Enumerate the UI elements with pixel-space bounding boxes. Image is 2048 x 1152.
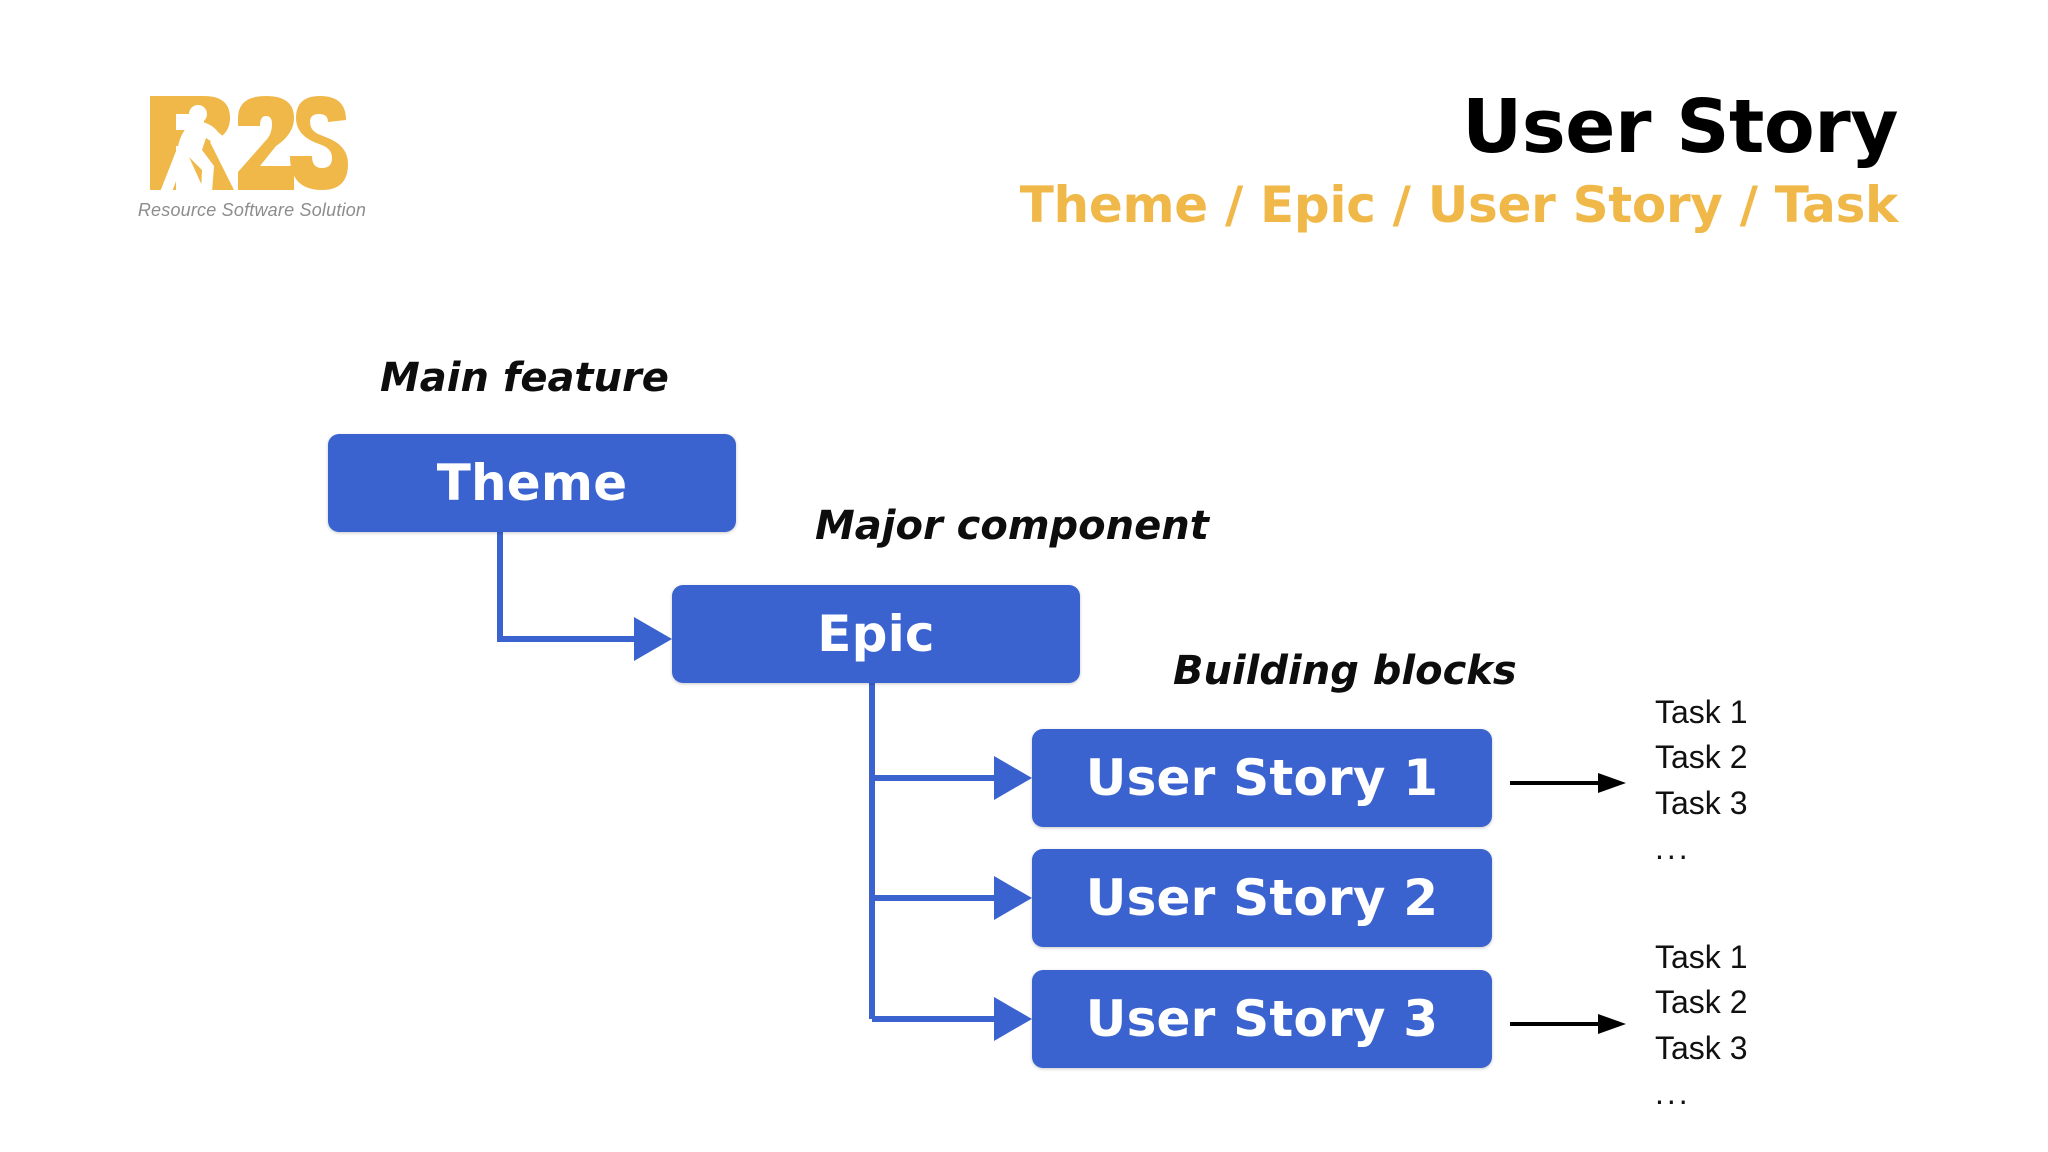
node-theme[interactable]: Theme — [328, 434, 736, 532]
task-list-user-story-3: Task 1 Task 2 Task 3 ... — [1655, 935, 1747, 1117]
task-item: Task 1 — [1655, 694, 1748, 730]
arrowhead-epic-to-us2 — [994, 876, 1032, 920]
r2s-logo-icon — [150, 96, 348, 192]
node-user-story-1[interactable]: User Story 1 — [1032, 729, 1492, 827]
task-list-user-story-1: Task 1 Task 2 Task 3 ... — [1655, 690, 1747, 872]
arrowhead-us1-to-tasks — [1598, 773, 1626, 793]
task-item: Task 2 — [1655, 984, 1748, 1021]
arrowhead-epic-to-us3 — [994, 997, 1032, 1041]
connector-theme-to-epic — [497, 532, 640, 642]
connector-epic-trunk — [869, 683, 1000, 1022]
node-user-story-3[interactable]: User Story 3 — [1032, 970, 1492, 1068]
caption-building-blocks: Building blocks — [1173, 648, 1517, 694]
arrowhead-theme-to-epic — [634, 617, 672, 661]
task-item: Task 3 — [1655, 1029, 1748, 1066]
task-item: Task 3 — [1655, 784, 1748, 821]
task-item: Task 2 — [1655, 739, 1748, 776]
arrowhead-us3-to-tasks — [1598, 1014, 1626, 1034]
logo-tagline: Resource Software Solution — [137, 200, 367, 220]
arrowhead-epic-to-us1 — [994, 756, 1032, 800]
title-block: User Story Theme / Epic / User Story / T… — [1019, 84, 1899, 234]
task-ellipsis: ... — [1655, 830, 1691, 867]
caption-main-feature: Main feature — [380, 355, 669, 401]
node-user-story-2[interactable]: User Story 2 — [1032, 849, 1492, 947]
task-ellipsis: ... — [1655, 1075, 1691, 1112]
page-subtitle: Theme / Epic / User Story / Task — [1019, 176, 1899, 234]
caption-major-component: Major component — [815, 503, 1209, 549]
node-epic[interactable]: Epic — [672, 585, 1080, 683]
page-title: User Story — [1462, 84, 1898, 170]
brand-logo: Resource Software Solution — [132, 88, 372, 236]
task-item: Task 1 — [1655, 939, 1748, 975]
